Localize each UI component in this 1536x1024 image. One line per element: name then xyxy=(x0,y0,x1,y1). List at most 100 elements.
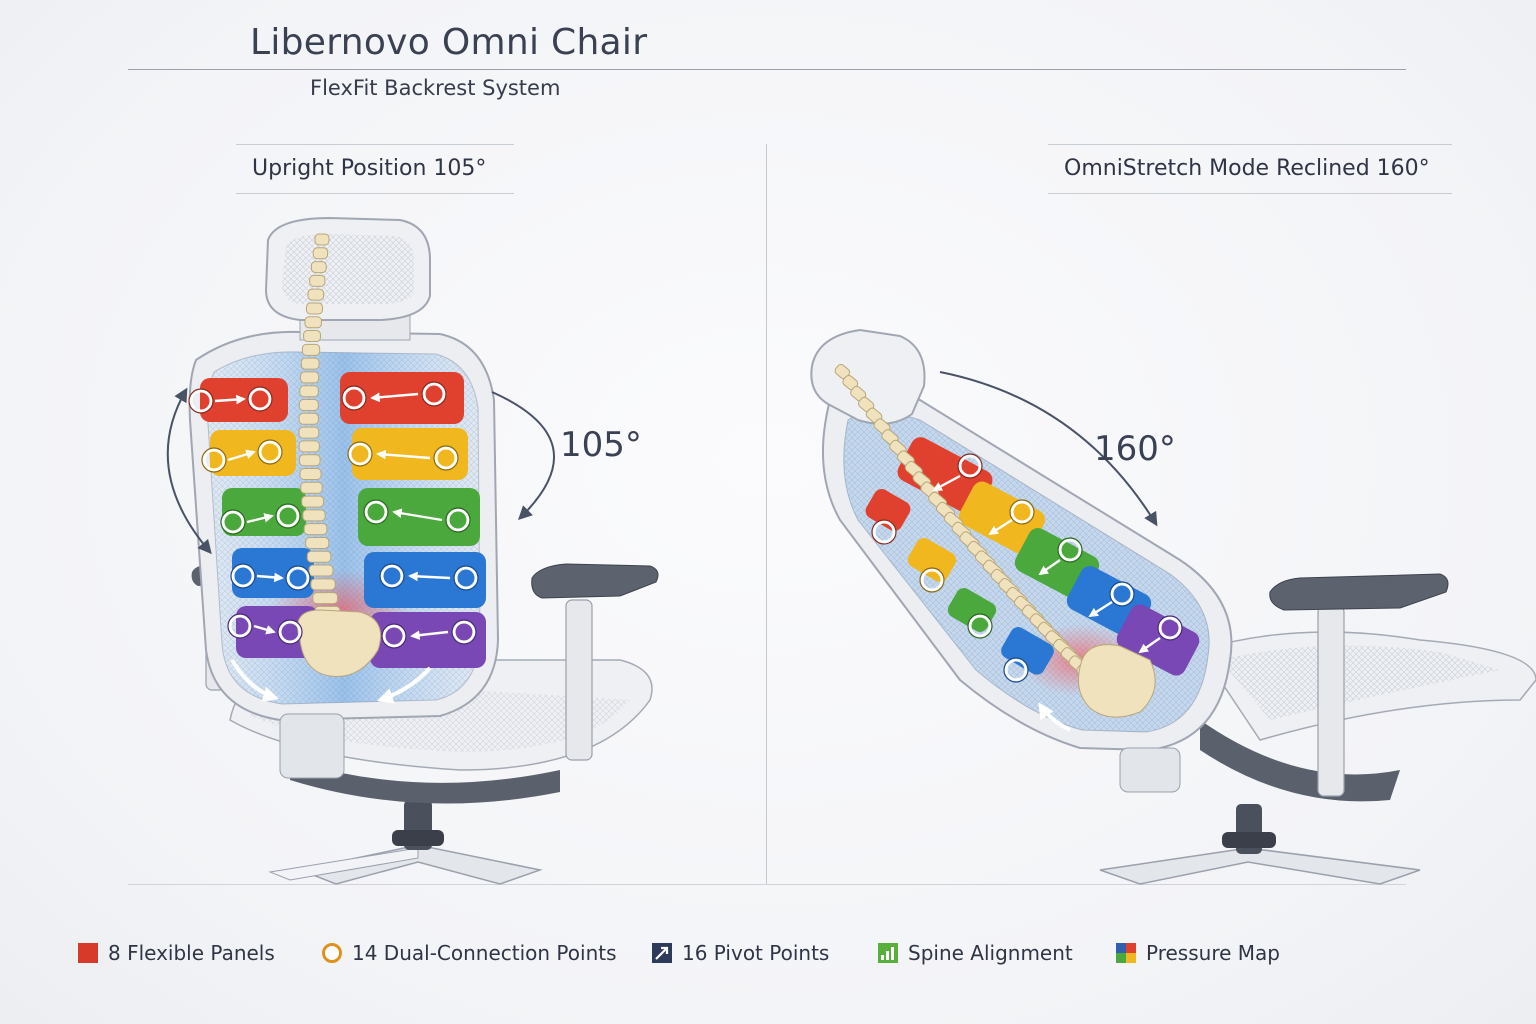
pivot-arrow xyxy=(392,508,443,522)
connection-point xyxy=(278,620,302,644)
connection-point xyxy=(958,454,982,478)
legend-label: 8 Flexible Panels xyxy=(108,941,275,965)
upright-chair: 105° xyxy=(166,216,659,885)
panel-purple-left xyxy=(236,606,318,658)
legend: 8 Flexible Panels 14 Dual-Connection Poi… xyxy=(0,936,1536,970)
vertebra xyxy=(299,371,320,384)
vertebra xyxy=(299,385,319,398)
vertebra xyxy=(312,247,329,260)
connection-point xyxy=(258,440,282,464)
pivot-arrow xyxy=(988,518,1013,536)
vertebra xyxy=(303,330,321,343)
connection-point xyxy=(248,387,272,411)
connection-point xyxy=(1110,582,1134,606)
connection-point xyxy=(221,510,245,534)
ring-icon xyxy=(322,943,342,963)
pivot-arrow xyxy=(227,449,256,462)
pivot-arrow xyxy=(246,513,274,524)
upright-angle-label: 105° xyxy=(560,425,642,465)
pivot-arrow xyxy=(376,449,431,460)
vertebra xyxy=(305,302,323,315)
bar-chart-icon xyxy=(878,943,898,963)
pivot-arrow xyxy=(410,630,449,640)
vertebra xyxy=(310,261,327,274)
connection-point xyxy=(348,442,372,466)
connection-point xyxy=(382,624,406,648)
pivot-arrow xyxy=(932,474,961,492)
page-title: Libernovo Omni Chair xyxy=(250,22,648,63)
vertebra xyxy=(298,426,320,439)
vertebra xyxy=(310,578,336,591)
legend-pressure-map: Pressure Map xyxy=(1116,936,1280,970)
connection-point xyxy=(1158,616,1182,640)
reclined-angle-label: 160° xyxy=(1094,429,1176,469)
chair-base xyxy=(268,800,543,885)
connection-point xyxy=(968,614,992,638)
vertebra xyxy=(304,316,322,329)
panel-blue-left xyxy=(232,548,314,598)
vertebra xyxy=(299,467,322,480)
quad-color-icon xyxy=(1116,943,1136,963)
connection-point xyxy=(1010,500,1034,524)
spine-left xyxy=(297,233,382,677)
vertebra xyxy=(303,523,328,536)
page-subtitle: FlexFit Backrest System xyxy=(310,76,561,100)
armrest-reclined xyxy=(1269,573,1449,797)
pelvis xyxy=(1077,644,1156,718)
headrest xyxy=(264,216,431,341)
vertebra xyxy=(305,536,330,549)
right-armrest xyxy=(531,563,659,761)
legend-pivot-points: 16 Pivot Points xyxy=(652,936,829,970)
vertebra xyxy=(314,233,330,246)
vertebra xyxy=(298,412,319,425)
connection-point xyxy=(422,382,446,406)
vertebra xyxy=(307,288,325,301)
legend-flexible-panels: 8 Flexible Panels xyxy=(78,936,275,970)
chair-seat-reclined xyxy=(1198,631,1536,802)
connection-point xyxy=(434,446,458,470)
reclined-chair: 160° xyxy=(810,328,1536,885)
vertebra xyxy=(309,274,326,287)
vertebra xyxy=(301,343,321,356)
pelvis xyxy=(297,609,382,677)
connection-point xyxy=(872,520,896,544)
floor-line xyxy=(128,884,1406,885)
legend-dual-connection-points: 14 Dual-Connection Points xyxy=(322,936,617,970)
connection-point xyxy=(1004,658,1028,682)
spine-reclined xyxy=(834,364,1156,718)
square-icon xyxy=(78,943,98,963)
connection-point xyxy=(446,508,470,532)
connection-point xyxy=(380,564,404,588)
vertebra xyxy=(298,454,321,467)
connection-point xyxy=(454,566,478,590)
pivot-arrow xyxy=(1038,559,1061,576)
connection-point xyxy=(231,564,255,588)
title-rule xyxy=(128,69,1406,70)
connection-point xyxy=(920,568,944,592)
vertebra xyxy=(308,564,334,577)
pivot-arrow xyxy=(1088,600,1113,618)
legend-spine-alignment: Spine Alignment xyxy=(878,936,1073,970)
legend-label: Spine Alignment xyxy=(908,941,1073,965)
connection-point xyxy=(286,566,310,590)
pivot-arrow xyxy=(256,572,284,583)
connection-point xyxy=(276,504,300,528)
vertebra xyxy=(298,399,319,412)
headrest-reclined xyxy=(810,328,926,425)
pivot-arrow xyxy=(408,571,451,582)
vertebra xyxy=(301,495,325,508)
recline-arrow-left xyxy=(491,391,555,520)
vertebra xyxy=(300,357,320,370)
chair-base-reclined xyxy=(1099,804,1421,885)
vertebra xyxy=(306,550,332,563)
recline-arrow-right xyxy=(939,371,1158,527)
vertebra xyxy=(298,440,320,453)
connection-point xyxy=(364,500,388,524)
vertebra xyxy=(302,509,326,522)
connection-point xyxy=(452,620,476,644)
arrow-icon xyxy=(652,943,672,963)
panel-yellow-reclined xyxy=(958,481,1046,555)
connection-points-left xyxy=(188,381,479,649)
connection-point xyxy=(228,614,252,638)
pivot-arrow xyxy=(370,392,419,403)
